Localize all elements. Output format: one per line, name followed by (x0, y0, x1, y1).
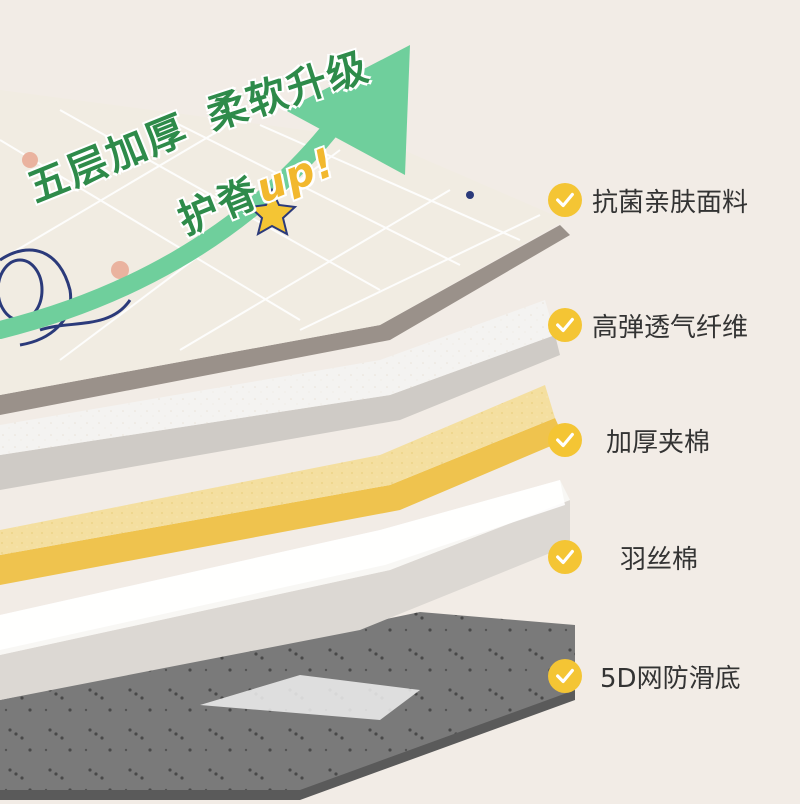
layer-top-fabric (0, 90, 570, 415)
velcro-strap (200, 675, 420, 720)
feature-item: 5D网防滑底 (548, 656, 741, 696)
check-icon (548, 540, 582, 574)
feature-label: 高弹透气纤维 (592, 312, 749, 343)
check-icon (548, 423, 582, 457)
feature-item: 高弹透气纤维 (548, 305, 748, 345)
feature-item: 加厚夹棉 (548, 420, 710, 460)
check-icon (548, 183, 582, 217)
feature-label: 羽丝棉 (620, 544, 699, 575)
check-icon (548, 659, 582, 693)
layer-base-antislip (0, 612, 575, 800)
feature-label: 抗菌亲肤面料 (592, 187, 749, 218)
feature-label: 5D网防滑底 (600, 663, 741, 694)
layer-cotton-padding (0, 385, 565, 585)
feature-item: 羽丝棉 (548, 537, 698, 577)
upward-arrow-icon (0, 45, 410, 339)
layer-fiber (0, 300, 560, 490)
star-icon (247, 187, 298, 237)
feature-label: 加厚夹棉 (606, 427, 711, 458)
feature-item: 抗菌亲肤面料 (548, 180, 748, 220)
check-icon (548, 308, 582, 342)
layer-down-fill (0, 480, 570, 700)
